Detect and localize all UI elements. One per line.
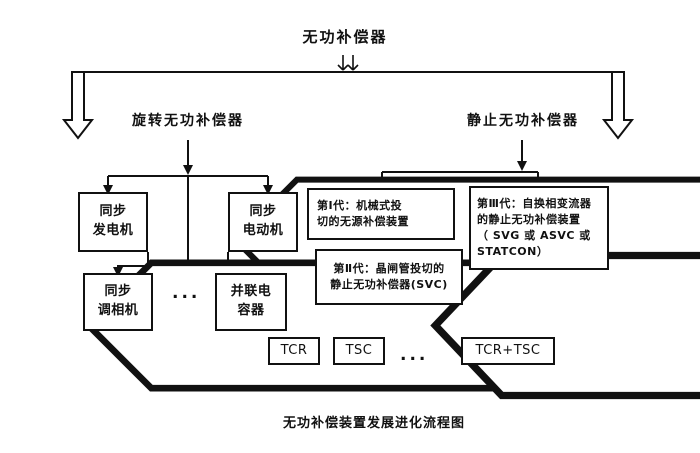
node-generation-3[interactable]: 第Ⅲ代：自换相变流器 的静止无功补偿装置 （ SVG 或 ASVC 或 STAT… [469, 186, 609, 270]
node-generation-2-line1: 第Ⅱ代：晶闸管投切的 [333, 262, 445, 276]
node-tcr-tsc[interactable]: TCR+TSC [461, 337, 555, 365]
node-tcr-tsc-label: TCR+TSC [475, 342, 541, 358]
node-sync-condenser-line1: 同步 [104, 284, 132, 300]
node-generation-1[interactable]: 第Ⅰ代：机械式投 切的无源补偿装置 [307, 188, 455, 240]
node-static[interactable]: 静止无功补偿器 [428, 99, 700, 400]
node-generation-2-line2: 静止无功补偿器(SVC) [330, 278, 448, 291]
node-sync-generator[interactable]: 同步 发电机 [78, 192, 148, 252]
node-generation-1-line2: 切的无源补偿装置 [317, 215, 409, 228]
ellipsis-svc-more: ... [400, 345, 429, 365]
node-generation-3-line1: 第Ⅲ代：自换相变流器 [477, 197, 592, 211]
node-generation-2[interactable]: 第Ⅱ代：晶闸管投切的 静止无功补偿器(SVC) [315, 249, 463, 305]
node-generation-3-line3: （ SVG 或 ASVC 或 [477, 229, 591, 242]
node-tsc[interactable]: TSC [333, 337, 385, 365]
node-sync-generator-line1: 同步 [99, 204, 127, 220]
node-generation-3-line2: 的静止无功补偿装置 [477, 213, 581, 227]
diagram-caption: 无功补偿装置发展进化流程图 [283, 416, 466, 431]
hexagon-shape [430, 251, 700, 400]
node-sync-motor-line2: 电动机 [242, 223, 284, 238]
node-tcr-label: TCR [280, 342, 308, 358]
node-sync-motor-line1: 同步 [249, 204, 277, 220]
arrow-root-to-rotating [61, 71, 95, 140]
node-sync-condenser-line2: 调相机 [97, 303, 139, 318]
root-stub-arrow [337, 55, 359, 71]
node-shunt-capacitor[interactable]: 并联电 容器 [215, 273, 287, 331]
node-root[interactable]: 无功补偿器 [230, 14, 700, 305]
node-rotating[interactable]: 旋转无功补偿器 [82, 99, 700, 392]
link-generator-to-condenser [113, 252, 149, 277]
node-rotating-label: 旋转无功补偿器 [132, 113, 244, 129]
node-shunt-capacitor-line2: 容器 [237, 303, 265, 318]
node-tsc-label: TSC [345, 342, 373, 358]
node-tcr[interactable]: TCR [268, 337, 320, 365]
node-root-label: 无功补偿器 [302, 27, 388, 46]
node-generation-1-line1: 第Ⅰ代：机械式投 [317, 199, 403, 213]
node-sync-condenser[interactable]: 同步 调相机 [83, 273, 153, 331]
node-sync-motor[interactable]: 同步 电动机 [228, 192, 298, 252]
node-sync-generator-line2: 发电机 [92, 223, 134, 238]
arrow-root-to-static [601, 71, 635, 140]
node-shunt-capacitor-line1: 并联电 [230, 284, 272, 300]
node-static-label: 静止无功补偿器 [467, 113, 579, 129]
ellipsis-rotating-more: ... [172, 283, 201, 303]
node-generation-3-line4: STATCON） [477, 244, 549, 258]
